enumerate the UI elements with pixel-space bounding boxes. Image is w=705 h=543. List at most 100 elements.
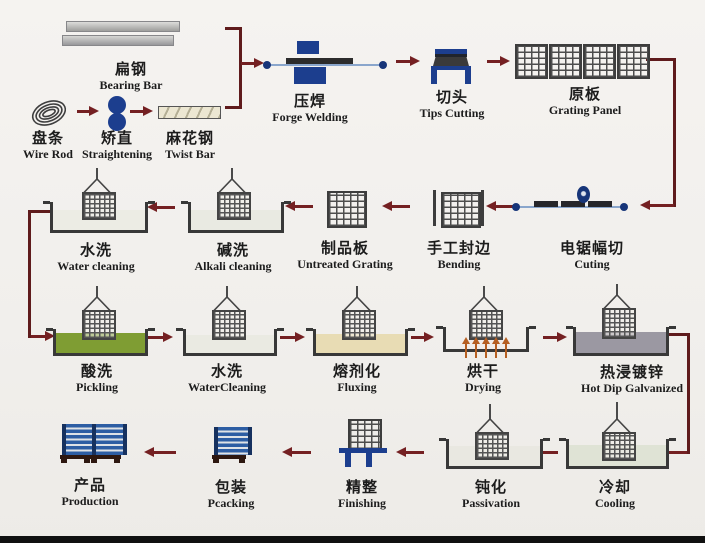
- finishing-table-icon: [366, 453, 372, 467]
- drying-basket-icon: [469, 310, 503, 340]
- arrow-alkali-to-water: [147, 202, 175, 212]
- water2-basket-icon: [212, 310, 246, 340]
- label-twist-bar: 麻花钢 Twist Bar: [165, 129, 215, 162]
- connector-water-to-pickling: [28, 210, 50, 213]
- arrow-bending-to-untreated: [382, 201, 410, 211]
- passivation-hanger-icon: [475, 419, 505, 433]
- tips-cutting-zh: 切头: [435, 88, 468, 106]
- alkali-hanger-icon: [217, 179, 247, 193]
- grating-panel-icon: [515, 44, 548, 79]
- band-saw-end-dot: [512, 203, 520, 211]
- hot-dip-galvanized-en: Hot Dip Galvanized: [580, 381, 684, 395]
- label-passivation: 钝化 Passivation: [462, 479, 520, 511]
- drying-hanger-icon: [469, 297, 499, 311]
- grating-panel-icon: [549, 44, 582, 79]
- band-saw-line-icon: [517, 206, 625, 208]
- pickling-hanger-icon: [82, 297, 112, 311]
- alkali-hanger-line: [231, 168, 233, 180]
- forge-welding-zh: 压焊: [293, 92, 327, 110]
- label-cutting: 电锯幅切 Cuting: [559, 239, 625, 272]
- label-untreated-grating: 制品板 Untreated Grating: [297, 239, 393, 272]
- arrow-passivation-to-finishing: [396, 447, 424, 457]
- grating-panel-en: Grating Panel: [548, 103, 622, 117]
- passivation-hanger-line: [489, 404, 491, 420]
- drying-zh: 烘干: [466, 362, 499, 380]
- tips-cutting-en: Tips Cutting: [419, 106, 485, 120]
- tips-cutting-table-icon: [431, 70, 437, 84]
- cutting-en: Cuting: [574, 257, 610, 271]
- production-pallet-icon: [90, 455, 121, 459]
- bearing-bar-icon: [66, 21, 180, 32]
- arrow-fluxing-to-drying: [411, 332, 434, 342]
- packing-en: Pcacking: [207, 496, 255, 510]
- wire-rod-coil-icon: [31, 100, 67, 126]
- pickling-hanger-line: [96, 286, 98, 298]
- finishing-en: Finishing: [337, 496, 387, 510]
- wire-rod-en: Wire Rod: [23, 147, 73, 161]
- label-finishing: 精整 Finishing: [337, 478, 387, 511]
- untreated-grating-en: Untreated Grating: [297, 257, 393, 271]
- straightening-rollers-icon: [108, 96, 126, 114]
- photo-bottom-edge: [0, 536, 705, 543]
- arrow-connector-to-cooling: [658, 447, 687, 457]
- tips-cutting-table-icon: [431, 66, 471, 70]
- band-saw-segment-icon: [561, 201, 585, 207]
- arrow-bracket-to-forge-welding: [241, 58, 264, 68]
- alkali-basket-icon: [217, 192, 251, 220]
- bending-en: Bending: [437, 257, 481, 271]
- arrow-drying-to-hot-dip: [543, 332, 567, 342]
- fluxing-liquid: [316, 333, 405, 353]
- connector-hot-dip-to-cooling: [663, 333, 690, 336]
- hot-dip-tank-icon: [566, 326, 676, 356]
- fluxing-hanger-icon: [342, 297, 372, 311]
- arrow-packing-to-production: [144, 447, 176, 457]
- heat-arrow-icon: [491, 337, 500, 358]
- fluxing-en: Fluxing: [337, 380, 377, 394]
- production-pallet-foot: [91, 459, 97, 463]
- label-water-cleaning: 水洗 Water cleaning: [57, 241, 134, 274]
- water2-liquid: [186, 335, 274, 353]
- pickling-basket-icon: [82, 310, 116, 340]
- hot-dip-basket-icon: [602, 308, 636, 339]
- fluxing-basket-icon: [342, 310, 376, 340]
- packing-zh: 包装: [214, 478, 248, 496]
- label-bearing-bar: 扁钢 Bearing Bar: [100, 60, 163, 93]
- arrow-tips-cutting-to-grating-panel: [487, 56, 510, 66]
- cooling-en: Cooling: [594, 496, 636, 510]
- grating-panel-icon: [617, 44, 650, 79]
- label-production: 产品 Production: [61, 477, 118, 509]
- water2-hanger-icon: [212, 297, 242, 311]
- cutting-zh: 电锯幅切: [559, 239, 625, 257]
- arrow-straightening-to-twist-bar: [130, 106, 153, 116]
- forge-welding-machine-icon: [286, 58, 353, 64]
- tips-cutting-machine-icon: [433, 57, 469, 66]
- bearing-bar-zh: 扁钢: [114, 60, 147, 78]
- label-straightening: 矫直 Straightening: [82, 130, 152, 162]
- untreated-grating-icon: [327, 191, 367, 228]
- water2-tank-icon: [176, 328, 284, 356]
- packing-stack-icon: [214, 427, 252, 455]
- water-cleaning-zh: 水洗: [79, 241, 112, 259]
- water-cleaning-2-zh: 水洗: [210, 362, 243, 380]
- water-cleaning-hanger-icon: [82, 179, 112, 193]
- finishing-zh: 精整: [345, 478, 378, 496]
- connector-water-to-pickling: [28, 210, 31, 338]
- label-drying: 烘干 Drying: [465, 362, 501, 395]
- water-cleaning-hanger-line: [96, 168, 98, 180]
- twist-bar-icon: [158, 106, 221, 119]
- forge-welding-machine-icon: [297, 41, 319, 54]
- forge-welding-feed-dot: [379, 61, 387, 69]
- connector-hot-dip-to-cooling: [687, 333, 690, 454]
- wire-rod-zh: 盘条: [31, 129, 64, 147]
- water-cleaning-basket-icon: [82, 192, 116, 220]
- bending-grating-icon: [441, 192, 481, 228]
- label-wire-rod: 盘条 Wire Rod: [23, 129, 73, 162]
- heat-arrow-icon: [471, 337, 480, 358]
- label-forge-welding: 压焊 Forge Welding: [272, 92, 347, 125]
- tips-cutting-machine-icon: [435, 49, 467, 57]
- untreated-grating-zh: 制品板: [320, 239, 369, 257]
- forge-welding-machine-icon: [294, 67, 326, 84]
- label-packing: 包装 Pcacking: [207, 478, 255, 511]
- finishing-table-icon: [339, 448, 387, 453]
- twist-bar-zh: 麻花钢: [165, 129, 215, 147]
